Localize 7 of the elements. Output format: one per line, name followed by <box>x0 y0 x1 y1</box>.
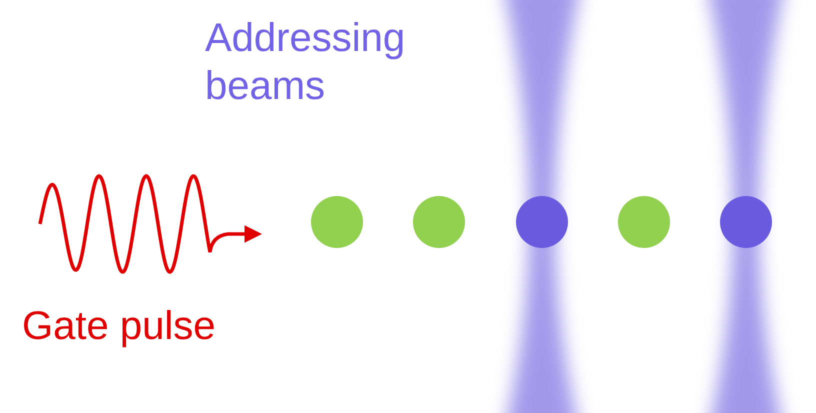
ion-circle <box>516 196 568 248</box>
ion-circle <box>413 196 465 248</box>
ion-circle <box>618 196 670 248</box>
beam-label: Addressing beams <box>205 15 406 110</box>
ion-circle <box>720 196 772 248</box>
ion-circle <box>311 196 363 248</box>
pulse-label: Gate pulse <box>22 303 216 350</box>
